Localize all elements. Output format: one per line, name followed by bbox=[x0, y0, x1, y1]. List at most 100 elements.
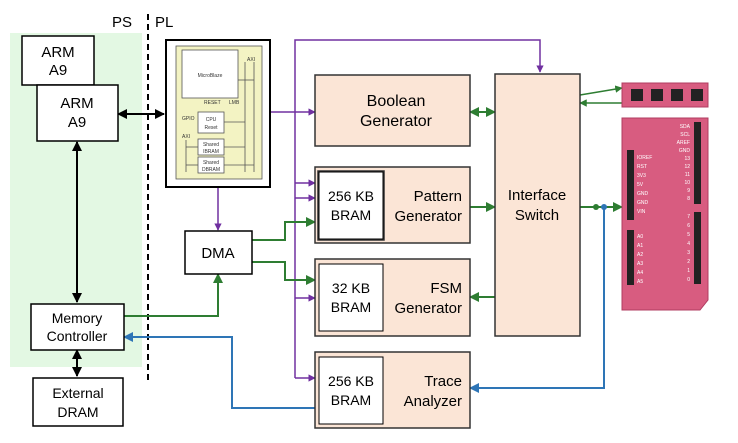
pushbutton-4 bbox=[691, 89, 703, 101]
trace-bram-line1: 256 KB bbox=[328, 373, 374, 389]
ibram-line1: Shared bbox=[203, 142, 219, 148]
pattern-line1: Pattern bbox=[414, 188, 462, 205]
fsm-line1: FSM bbox=[430, 280, 462, 297]
pin-r17: 0 bbox=[687, 277, 690, 283]
fsm-bram-line1: 32 KB bbox=[332, 280, 370, 296]
mb-gpio-label: GPIO bbox=[182, 116, 195, 122]
external-dram-block: External DRAM bbox=[32, 377, 124, 427]
pin-r15: 2 bbox=[687, 259, 690, 265]
left-header-analog bbox=[627, 230, 634, 285]
fsm-generator-block: 32 KB BRAM FSM Generator bbox=[314, 258, 471, 337]
dram-line1: External bbox=[52, 385, 103, 401]
fsm-bram bbox=[318, 263, 384, 332]
dbram-line2: DBRAM bbox=[202, 167, 220, 173]
pin-r7: 10 bbox=[684, 180, 690, 186]
arm-a9-front-block: ARM A9 bbox=[36, 84, 119, 142]
memory-controller-block: Memory Controller bbox=[30, 303, 125, 351]
boolean-line2: Generator bbox=[360, 113, 433, 130]
trace-line1: Trace bbox=[424, 373, 462, 390]
mb-axi-top-label: AXI bbox=[247, 57, 255, 63]
pin-a3: A3 bbox=[637, 261, 643, 267]
pin-r16: 1 bbox=[687, 268, 690, 274]
pin-r12: 5 bbox=[687, 232, 690, 238]
dma-block: DMA bbox=[184, 230, 253, 275]
pin-r2: AREF bbox=[677, 140, 690, 146]
cpu-reset-line1: CPU bbox=[206, 117, 217, 123]
ps-label: PS bbox=[112, 14, 132, 31]
right-header-top bbox=[694, 122, 701, 204]
dma-to-pattern-green bbox=[252, 217, 316, 241]
microblaze-core bbox=[181, 49, 239, 99]
left-power-pin-labels: IOREF RST 3V3 5V GND GND VIN bbox=[637, 155, 652, 215]
pin-r13: 4 bbox=[687, 241, 690, 247]
arm-front-line1: ARM bbox=[60, 95, 93, 112]
arm-front-line2: A9 bbox=[68, 114, 86, 131]
switch-line2: Switch bbox=[515, 207, 559, 224]
pattern-bram-line1: 256 KB bbox=[328, 188, 374, 204]
trace-bram-line2: BRAM bbox=[331, 392, 371, 408]
purple-bus-top bbox=[270, 39, 544, 113]
fsm-bram-line2: BRAM bbox=[331, 299, 371, 315]
pin-r0: SDA bbox=[680, 124, 691, 130]
pin-a4: A4 bbox=[637, 270, 643, 276]
pin-a1: A1 bbox=[637, 243, 643, 249]
right-pin-labels: SDA SCL AREF GND 13 12 11 10 9 8 7 6 5 4… bbox=[677, 124, 691, 283]
mb-axi-bottom-label: AXI bbox=[182, 134, 190, 140]
pin-r3: GND bbox=[679, 148, 691, 154]
arduino-header-board: SDA SCL AREF GND 13 12 11 10 9 8 7 6 5 4… bbox=[621, 117, 709, 311]
pin-r10: 7 bbox=[687, 214, 690, 220]
switch-line1: Interface bbox=[508, 187, 566, 204]
microblaze-subsystem: MicroBlaze AXI RESET LMB GPIO CPU Reset … bbox=[165, 39, 271, 188]
pin-a2: A2 bbox=[637, 252, 643, 258]
pushbutton-1 bbox=[631, 89, 643, 101]
mb-reset-label: RESET bbox=[204, 100, 221, 106]
pin-r14: 3 bbox=[687, 250, 690, 256]
memctrl-line2: Controller bbox=[47, 328, 108, 344]
arm-a9-back-block: ARM A9 bbox=[21, 35, 95, 86]
pattern-generator-block: 256 KB BRAM Pattern Generator bbox=[314, 166, 471, 244]
pushbutton-2 bbox=[651, 89, 663, 101]
pushbutton-3 bbox=[671, 89, 683, 101]
pin-r11: 6 bbox=[687, 223, 690, 229]
memctrl-line1: Memory bbox=[52, 310, 103, 326]
cpu-reset-line2: Reset bbox=[204, 125, 218, 131]
trace-to-memctrl-blue bbox=[123, 332, 315, 409]
dbram-line1: Shared bbox=[203, 160, 219, 166]
dram-line2: DRAM bbox=[57, 404, 98, 420]
boolean-line1: Boolean bbox=[367, 93, 426, 110]
cpu-reset-box bbox=[197, 111, 225, 134]
pin-a0: A0 bbox=[637, 234, 643, 240]
pin-l5: GND bbox=[637, 200, 649, 206]
pattern-bram-line2: BRAM bbox=[331, 207, 371, 223]
memctrl-to-dma-green bbox=[124, 273, 223, 317]
pin-l3: 5V bbox=[637, 182, 644, 188]
pin-r6: 11 bbox=[685, 172, 690, 178]
pl-label: PL bbox=[155, 14, 173, 31]
microblaze-core-label: MicroBlaze bbox=[198, 73, 223, 79]
pin-r1: SCL bbox=[680, 132, 690, 138]
arm-back-line2: A9 bbox=[49, 62, 67, 79]
pattern-bram bbox=[318, 171, 384, 240]
switch-to-buttons-1 bbox=[579, 85, 623, 96]
right-header-bottom bbox=[694, 212, 701, 284]
pin-r8: 9 bbox=[687, 188, 690, 194]
pattern-line2: Generator bbox=[394, 208, 462, 225]
pin-l2: 3V3 bbox=[637, 173, 646, 179]
pin-l1: RST bbox=[637, 164, 647, 170]
mb-lmb-label: LMB bbox=[229, 100, 240, 106]
pushbutton-strip bbox=[621, 82, 709, 108]
left-analog-pin-labels: A0 A1 A2 A3 A4 A5 bbox=[637, 234, 643, 285]
pin-l0: IOREF bbox=[637, 155, 652, 161]
ibram-line2: IBRAM bbox=[203, 149, 219, 155]
interface-switch-block: Interface Switch bbox=[494, 73, 581, 337]
pin-l6: VIN bbox=[637, 209, 646, 215]
trace-analyzer-block: 256 KB BRAM Trace Analyzer bbox=[314, 351, 471, 429]
pin-r4: 13 bbox=[684, 156, 690, 162]
fsm-line2: Generator bbox=[394, 300, 462, 317]
trace-line2: Analyzer bbox=[404, 393, 462, 410]
trace-bram bbox=[318, 356, 384, 425]
arduino-to-trace-blue bbox=[469, 207, 605, 393]
junction-dot-1 bbox=[593, 204, 599, 210]
